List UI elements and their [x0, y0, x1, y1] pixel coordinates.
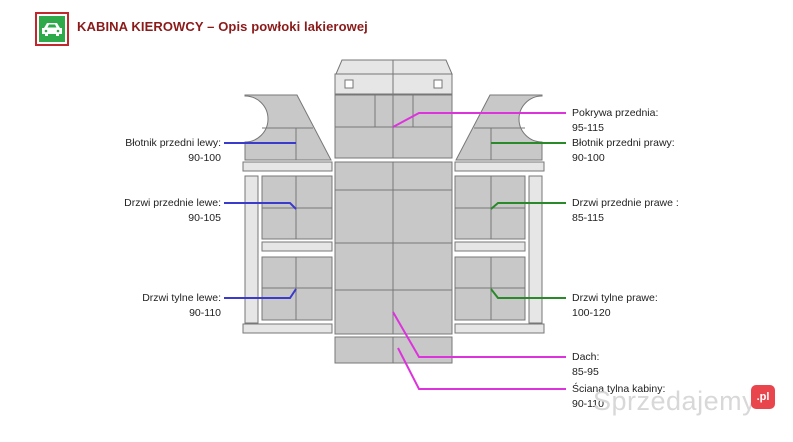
leader-front-cover: [392, 112, 566, 128]
label-name: Drzwi tylne lewe:: [142, 292, 221, 304]
label-value: 95-115: [572, 122, 604, 134]
label-roof: Dach: 85-95: [572, 350, 599, 380]
leader-roof: [392, 311, 566, 358]
label-front-fender-right: Błotnik przedni prawy: 90-100: [572, 136, 675, 166]
label-value: 85-95: [572, 366, 599, 378]
label-name: Drzwi przednie lewe:: [124, 197, 221, 209]
label-front-fender-left: Błotnik przedni lewy: 90-100: [125, 136, 221, 166]
label-name: Ściana tylna kabiny:: [572, 383, 666, 395]
leader-rear-door-right: [490, 288, 566, 299]
label-front-cover: Pokrywa przednia: 95-115: [572, 106, 658, 136]
label-name: Pokrywa przednia:: [572, 107, 659, 119]
right-leader-lines: [490, 142, 566, 299]
label-value: 90-100: [572, 152, 605, 164]
label-value: 100-120: [572, 307, 611, 319]
leader-front-door-left: [224, 202, 297, 210]
label-name: Błotnik przedni prawy:: [572, 137, 675, 149]
label-front-door-right: Drzwi przednie prawe : 85-115: [572, 196, 679, 226]
leader-front-door-right: [490, 202, 566, 210]
label-rear-door-right: Drzwi tylne prawe: 100-120: [572, 291, 658, 321]
left-leader-lines: [224, 142, 297, 299]
headlight-left: [344, 79, 354, 89]
label-front-door-left: Drzwi przednie lewe: 90-105: [124, 196, 221, 226]
label-rear-wall: Ściana tylna kabiny: 90-110: [572, 382, 665, 412]
label-value: 90-105: [188, 212, 221, 224]
label-name: Drzwi przednie prawe :: [572, 197, 679, 209]
label-name: Drzwi tylne prawe:: [572, 292, 658, 304]
label-rear-door-left: Drzwi tylne lewe: 90-110: [142, 291, 221, 321]
label-value: 90-110: [572, 398, 604, 410]
headlight-right: [433, 79, 443, 89]
watermark-badge: .pl: [751, 385, 775, 409]
page-title: KABINA KIEROWCY – Opis powłoki lakierowe…: [77, 19, 368, 34]
label-value: 85-115: [572, 212, 604, 224]
leader-rear-wall: [397, 347, 566, 390]
cab-panels: [242, 59, 545, 364]
label-value: 90-110: [189, 307, 221, 319]
watermark-text: Sprzedajemy: [593, 386, 757, 416]
label-value: 90-100: [188, 152, 221, 164]
center-leader-lines: [392, 112, 566, 390]
leader-rear-door-left: [224, 288, 297, 299]
label-name: Błotnik przedni lewy:: [125, 137, 221, 149]
car-icon: [39, 16, 65, 42]
logo: [35, 12, 69, 46]
label-name: Dach:: [572, 351, 600, 363]
front-nose-panel: [335, 59, 453, 75]
